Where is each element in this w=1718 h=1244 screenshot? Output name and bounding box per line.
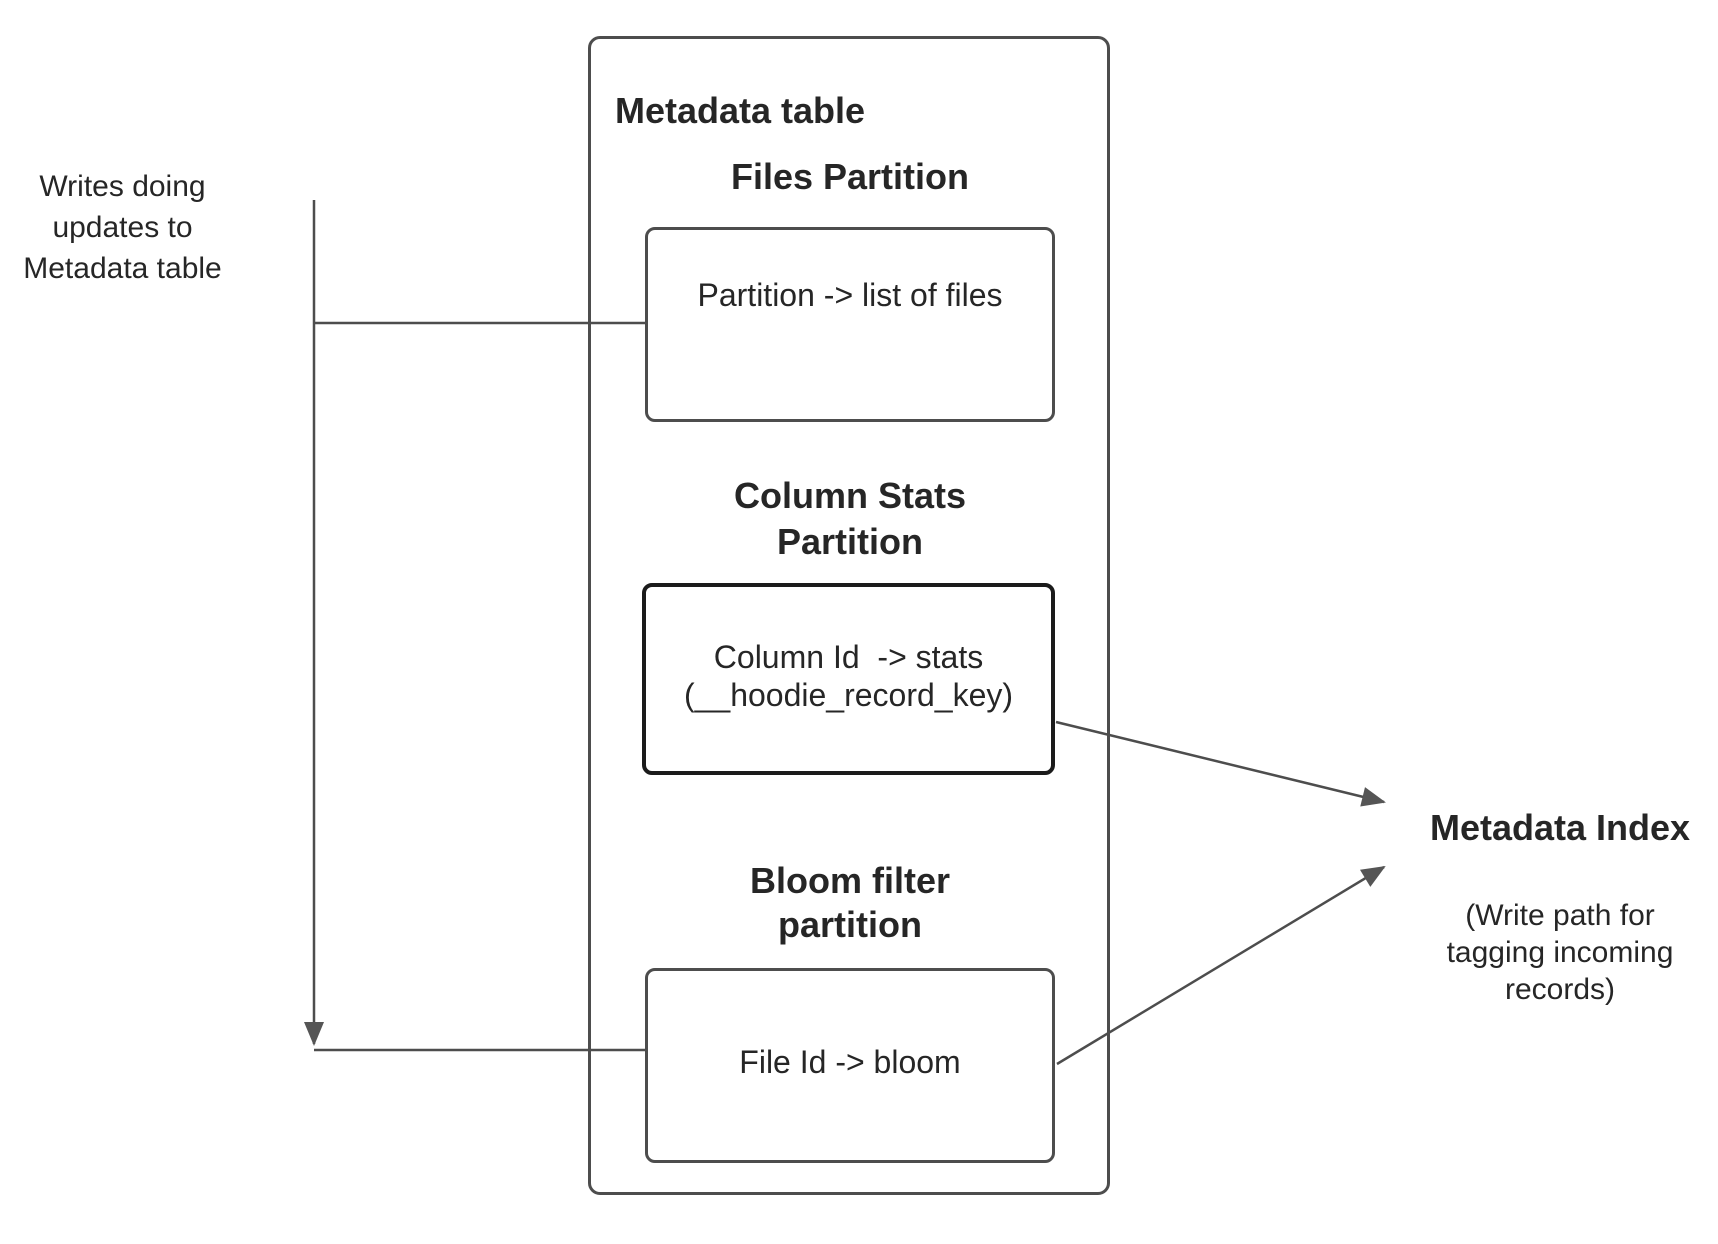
column-stats-partition-heading: Column Stats Partition [733,475,966,562]
bloom-filter-partition-mapping: File Id -> bloom [739,1044,961,1080]
metadata-index-subtitle: (Write path for tagging incoming records… [1446,899,1674,1006]
column-stats-partition-box [642,583,1055,775]
files-partition-mapping: Partition -> list of files [697,277,1003,313]
files-partition-box [645,227,1055,422]
bloom-filter-partition-box [645,968,1055,1163]
column-stats-partition-mapping: Column Id -> stats (__hoodie_record_key) [683,639,1014,713]
bloom-filter-partition-heading: Bloom filter partition [749,860,950,945]
metadata-table-title: Metadata table [615,90,866,131]
metadata-index-title: Metadata Index [1429,807,1691,848]
writes-updates-note: Writes doing updates to Metadata table [23,170,222,285]
files-partition-heading: Files Partition [730,156,970,197]
